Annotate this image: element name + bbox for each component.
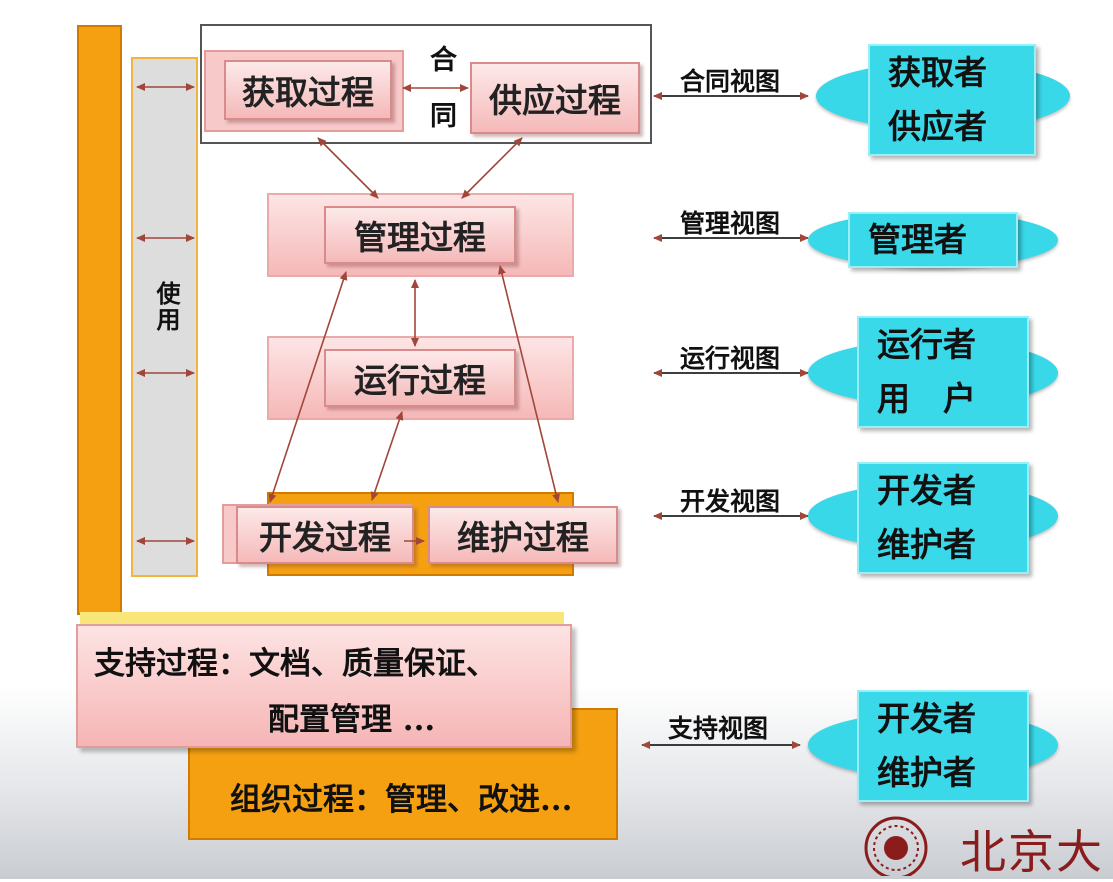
role-support-developer: 开发者 [877,699,976,738]
support-process-box: 支持过程：文档、质量保证、 配置管理 ... [76,624,572,748]
view-label-manage: 管理视图 [680,209,781,238]
role-manager: 管理者 [868,220,967,259]
maintain-process: 维护过程 [428,506,618,564]
arrow-operate-develop [370,411,404,501]
university-seal-icon [864,816,928,876]
manage-process: 管理过程 [324,206,516,264]
role-support-maintainer: 维护者 [877,753,976,792]
role-acquirer: 获取者 [888,53,987,92]
role-user: 用 户 [877,379,976,418]
develop-process: 开发过程 [236,506,414,564]
view-label-support: 支持视图 [668,714,769,743]
arrow-supply-manage [461,137,523,199]
operate-process: 运行过程 [324,349,516,407]
left-orange-bar [77,25,122,615]
use-label: 使用 [152,281,181,333]
support-top-strip [80,612,564,626]
view-label-develop: 开发视图 [680,487,781,516]
support-process-line2: 配置管理 ... [268,702,436,738]
role-maintainer: 维护者 [877,525,976,564]
role-developer: 开发者 [877,471,976,510]
view-label-operate: 运行视图 [680,344,781,373]
contract-label-top: 合 [430,45,457,76]
university-logo-text: 北京大 [960,825,1104,879]
role-box-manage: 管理者 [848,212,1018,268]
role-box-operate: 运行者 用 户 [857,316,1029,428]
organization-process-label: 组织过程：管理、改进... [230,782,573,818]
view-label-contract: 合同视图 [680,67,781,96]
arrow-acquire-manage [317,137,379,199]
support-process-line1: 支持过程：文档、质量保证、 [94,646,497,682]
arrow-manage-develop [268,271,348,503]
contract-label-bottom: 同 [430,101,457,132]
role-operator: 运行者 [877,325,976,364]
acquire-process: 获取过程 [224,60,392,120]
role-box-support: 开发者 维护者 [857,690,1029,802]
use-bar: 使用 [131,57,198,577]
arrow-manage-maintain [498,265,560,503]
supply-process: 供应过程 [470,62,640,134]
role-box-develop: 开发者 维护者 [857,462,1029,574]
role-supplier: 供应者 [888,107,987,146]
role-box-contract: 获取者 供应者 [868,44,1036,156]
